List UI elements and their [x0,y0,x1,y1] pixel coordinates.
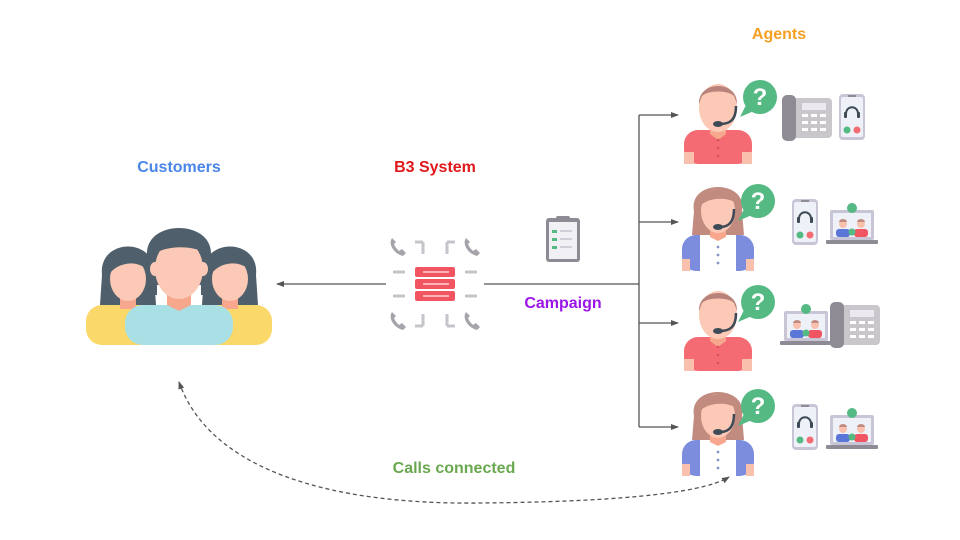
campaign-label: Campaign [524,295,602,312]
phone-icon [390,238,406,256]
question-bubble-icon [738,184,775,221]
question-bubble-icon [738,389,775,426]
customers-label: Customers [137,159,221,176]
phone-icon [464,312,480,330]
question-bubble-icon [738,285,775,322]
desk-phone-icon [782,95,832,141]
mobile-phone-icon [791,198,819,246]
video-call-laptop-icon [826,408,878,449]
video-call-laptop-icon [780,304,832,345]
desk-phone-icon [830,302,880,348]
agent-3 [682,285,880,373]
connectors [178,112,730,504]
clipboard-icon [546,216,580,262]
calls-connected-dashed-arrow [178,381,730,504]
mobile-phone-icon [838,93,866,141]
video-call-laptop-icon [826,203,878,244]
phone-icon [464,238,480,256]
question-bubble-icon [740,80,777,117]
agent-2 [680,184,878,273]
agent-4 [680,389,878,478]
b3-system-icon [390,238,480,330]
customers-icon [86,228,272,345]
agent-1 [682,80,866,166]
mobile-phone-icon [791,403,819,451]
b3-system-label: B3 System [394,159,476,176]
agents-label: Agents [751,26,807,43]
phone-icon [390,312,406,330]
